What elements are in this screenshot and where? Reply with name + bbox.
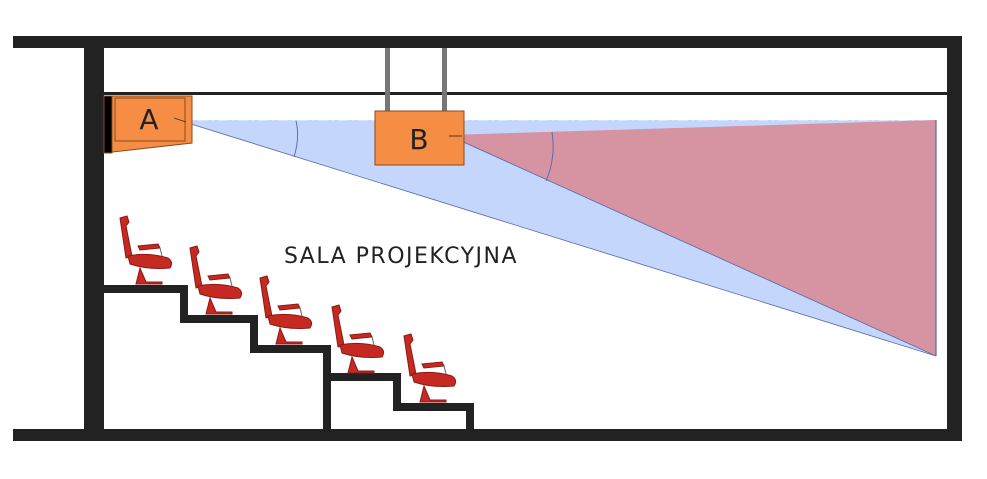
seat-backrest [403,333,417,377]
seat-row-3 [259,275,313,345]
projection-beams [177,119,937,357]
seat-armrest [349,332,373,340]
seat-armrest [207,273,231,281]
seat-cupholder [371,336,375,346]
projector-a-front-panel [103,95,113,154]
seat-armrest [421,361,445,369]
seat-cushion [339,342,385,358]
projector-b-beam-lower-edge [447,134,937,357]
seat-leg [419,384,447,403]
seat-backrest [119,215,133,259]
seat-armrest [137,243,161,251]
seat-cushion [267,313,313,329]
seat-leg [275,326,303,345]
suspension-rod-right [442,48,447,111]
projector-b: B [374,110,465,166]
projector-b-label: B [409,123,428,156]
projector-a-beam-lower-edge [177,119,937,357]
projector-b-beam-angle-arc [545,131,554,182]
seat-cushion [127,253,173,269]
projector-b-beam [448,120,936,356]
seating-tiers [104,285,474,429]
seat-cushion [197,283,243,299]
projector-b-suspension [385,48,447,111]
building-structure [13,36,962,441]
projector-a-pointer [173,117,187,123]
seat-row-1 [119,215,173,285]
projector-a-label-box [114,97,186,142]
seat-cupholder [159,247,163,257]
seat-cupholder [443,365,447,375]
seat-leg [347,355,375,374]
projector-a-beam-angle-arc [293,120,299,158]
ceiling-line [104,92,947,95]
floor-slab [13,429,962,441]
projector-a-label: A [139,103,158,136]
left-wall [84,36,104,441]
seat-row-5 [403,333,457,403]
seat-row-2 [189,245,243,315]
seat-cushion [411,371,457,387]
seats [119,215,457,403]
right-wall [947,36,962,441]
projector-b-body [374,110,465,166]
seat-row-4 [331,304,385,374]
seat-backrest [189,245,203,289]
seat-cupholder [229,277,233,287]
seat-backrest [331,304,345,348]
roof-slab [13,36,962,48]
seat-cupholder [299,307,303,317]
projector-a: A [103,95,193,154]
seat-leg [205,296,233,315]
suspension-rod-left [385,48,390,111]
room-label: SALA PROJEKCYJNA [284,244,518,269]
seat-leg [135,266,163,285]
seat-armrest [277,303,301,311]
seat-backrest [259,275,273,319]
